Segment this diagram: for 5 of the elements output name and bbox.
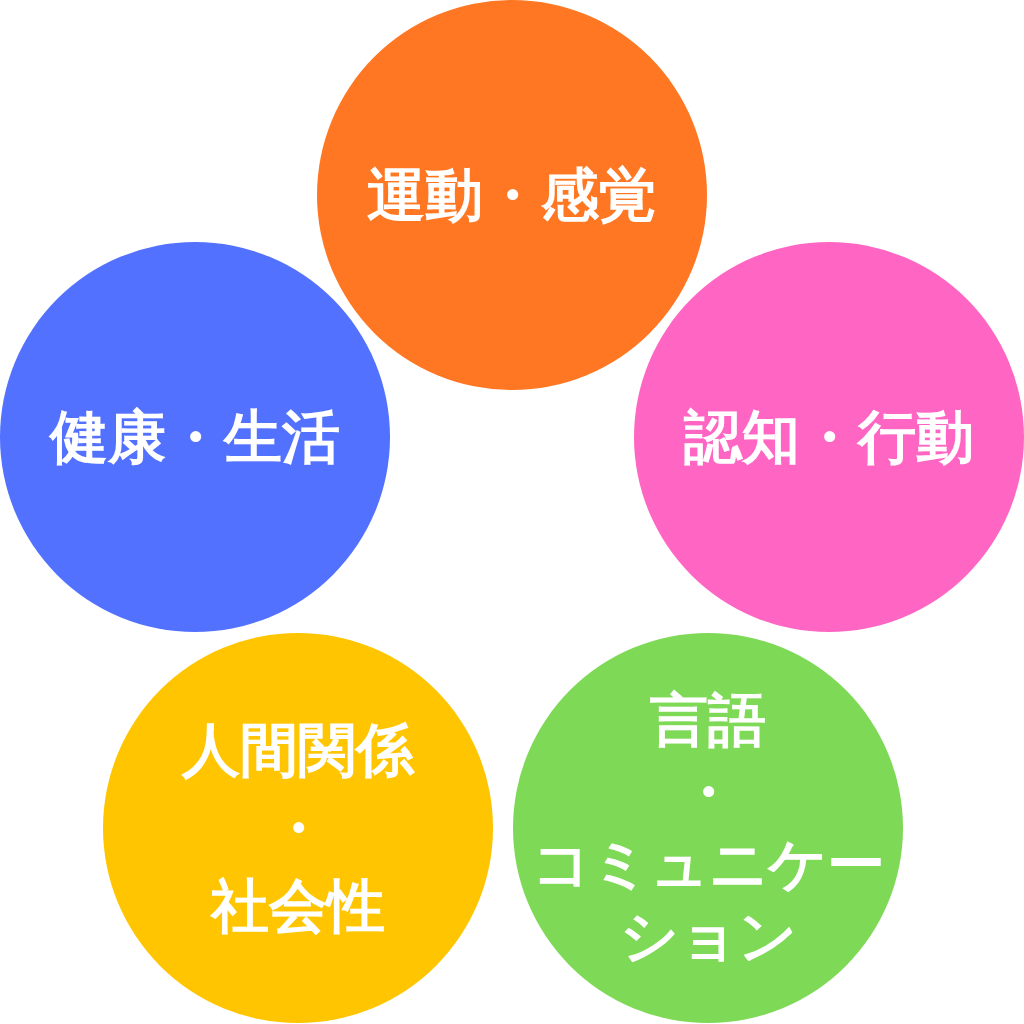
category-label: 認知・行動 bbox=[684, 402, 974, 472]
category-label: 人間関係・社会性 bbox=[182, 715, 414, 942]
category-label: 健康・生活 bbox=[50, 402, 340, 472]
category-label: 運動・感覚 bbox=[367, 160, 657, 230]
category-label: 言語・コミュニケーション bbox=[531, 685, 885, 972]
